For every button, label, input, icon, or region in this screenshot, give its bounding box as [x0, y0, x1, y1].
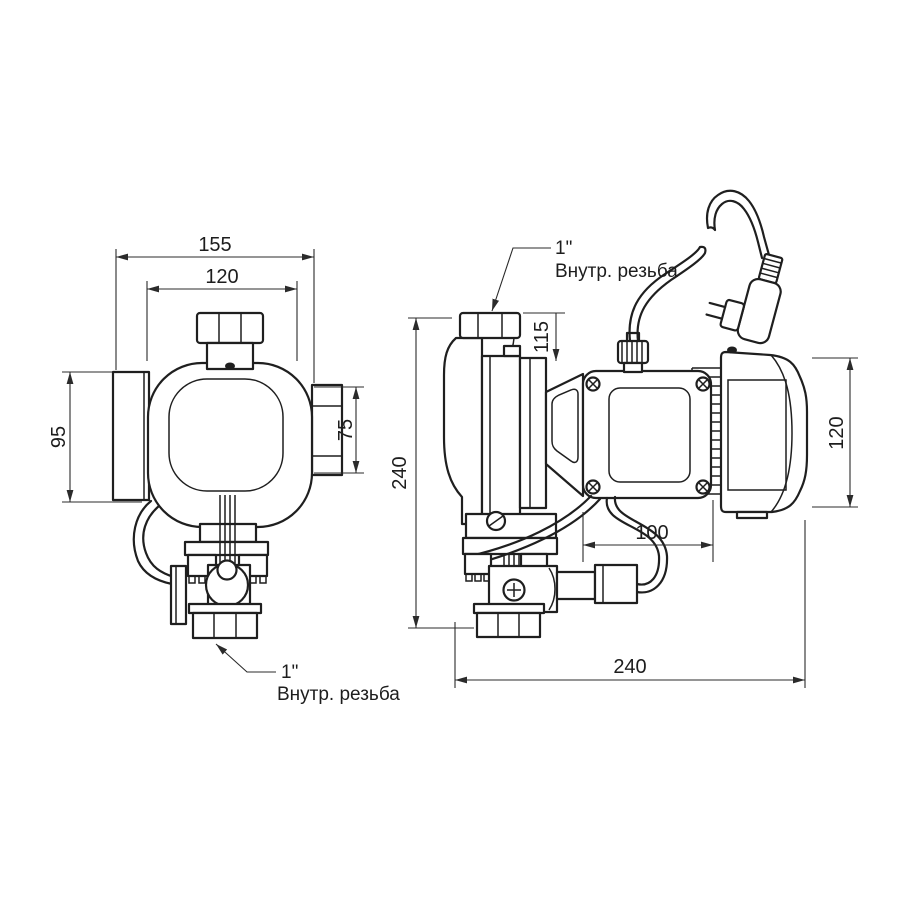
control-box-screws	[585, 376, 711, 495]
flow-sensor-neck	[555, 570, 597, 601]
side-left-union	[463, 552, 493, 576]
front-face-panel	[168, 378, 284, 492]
motor-cap-nub	[727, 346, 737, 354]
side-dimensions: 240 115 100 120 240	[389, 312, 858, 688]
side-connection-callout: 1" Внутр. резьба	[491, 238, 678, 312]
side-bottom-union-nut	[475, 611, 542, 639]
side-view: 240 115 100 120 240 1" Внутр. резьба	[389, 189, 858, 688]
front-pipe-end	[216, 559, 238, 581]
side-bottom-nut-facets	[497, 613, 520, 637]
front-cable	[132, 499, 176, 586]
front-top-union-nut	[195, 311, 265, 345]
side-top-nut-facets	[477, 313, 503, 338]
front-bottom-nut-collar	[187, 602, 263, 615]
dim-100-value: 100	[635, 522, 668, 544]
side-housing-outline	[442, 336, 484, 526]
screw-cross	[588, 482, 598, 492]
flow-sensor-body	[593, 563, 639, 605]
power-plug	[705, 253, 784, 345]
dim-115-value: 115	[531, 321, 553, 353]
power-cable-lower-segment	[628, 245, 707, 343]
side-control-box	[581, 331, 713, 500]
dim-155-extensions	[115, 249, 315, 383]
side-lantern-cone	[544, 372, 585, 498]
front-pump-body	[111, 311, 344, 529]
side-valve-bulge	[548, 567, 556, 611]
drain-screw-slot	[488, 515, 504, 527]
front-callout-text: Внутр. резьба	[277, 684, 400, 705]
screw-cross	[698, 379, 708, 389]
front-dimensions: 155 120 95 75	[48, 234, 364, 503]
side-bottom-valve-assembly	[461, 494, 669, 639]
dim-95-value: 95	[48, 426, 70, 448]
dim-120-value: 120	[205, 266, 238, 288]
side-callout-size: 1"	[555, 238, 572, 259]
side-pump-stack-rear	[518, 356, 548, 510]
plug-prong-block	[719, 298, 745, 332]
power-cable-upper-hook	[705, 189, 771, 260]
side-stack-top-step	[502, 344, 522, 358]
valve-screw-cross	[507, 583, 521, 597]
front-top-nut-facets	[218, 313, 242, 343]
motor-cap-panel	[727, 379, 787, 491]
dim-155-value: 155	[198, 234, 231, 256]
side-pump-housing	[442, 311, 585, 528]
front-connection-callout: 1" Внутр. резьба	[215, 643, 400, 705]
drain-screw	[485, 510, 507, 532]
side-motor-end-cap	[719, 346, 809, 520]
side-pipe-lines	[503, 554, 520, 566]
front-view: 155 120 95 75 1" Внутр. резьба	[48, 234, 400, 705]
control-box-outline	[581, 369, 713, 500]
front-bottom-nut-facets	[213, 613, 237, 638]
side-bottom-nut-collar	[472, 602, 546, 615]
cable-gland	[616, 331, 650, 374]
motor-cap-foot	[735, 510, 769, 520]
side-callout-leader	[491, 247, 551, 312]
front-callout-leader	[215, 643, 276, 673]
dim-240v-value: 240	[389, 456, 411, 489]
dim-120-value: 120	[826, 416, 848, 449]
dim-100-extensions	[582, 500, 714, 562]
side-callout-text: Внутр. резьба	[555, 261, 678, 282]
side-base-block	[464, 512, 558, 540]
side-lantern-inner	[551, 388, 579, 464]
side-pump-stack-front	[480, 354, 522, 528]
sensor-cable-loop	[464, 494, 669, 594]
front-left-flange-block	[111, 370, 151, 502]
front-cable-bracket	[169, 564, 188, 626]
cable-gland-neck	[622, 361, 644, 374]
front-bottom-union-nut	[191, 611, 259, 640]
plug-strain-relief-ribs	[759, 257, 782, 279]
side-top-union-nut	[458, 311, 522, 340]
screw-cross	[698, 482, 708, 492]
dim-75-value: 75	[335, 419, 357, 441]
dim-120-extensions	[146, 281, 298, 361]
power-cable	[628, 189, 784, 345]
front-callout-size: 1"	[281, 662, 298, 683]
front-bottom-neck	[198, 522, 258, 544]
motor-cap-chamfer	[770, 354, 793, 513]
front-bottom-valve-assembly	[132, 495, 270, 640]
motor-cap-outline	[719, 350, 809, 514]
front-right-block-lines	[312, 405, 342, 457]
control-box-panel	[608, 387, 691, 483]
front-pipe-lines	[219, 495, 236, 572]
front-bleed-screw	[225, 362, 235, 370]
screw-cross	[588, 379, 598, 389]
valve-screw	[502, 578, 526, 602]
front-flange-plate	[183, 540, 270, 557]
plug-prongs	[705, 301, 727, 320]
cable-gland-ribs	[621, 341, 643, 363]
dim-240h-value: 240	[613, 656, 646, 678]
